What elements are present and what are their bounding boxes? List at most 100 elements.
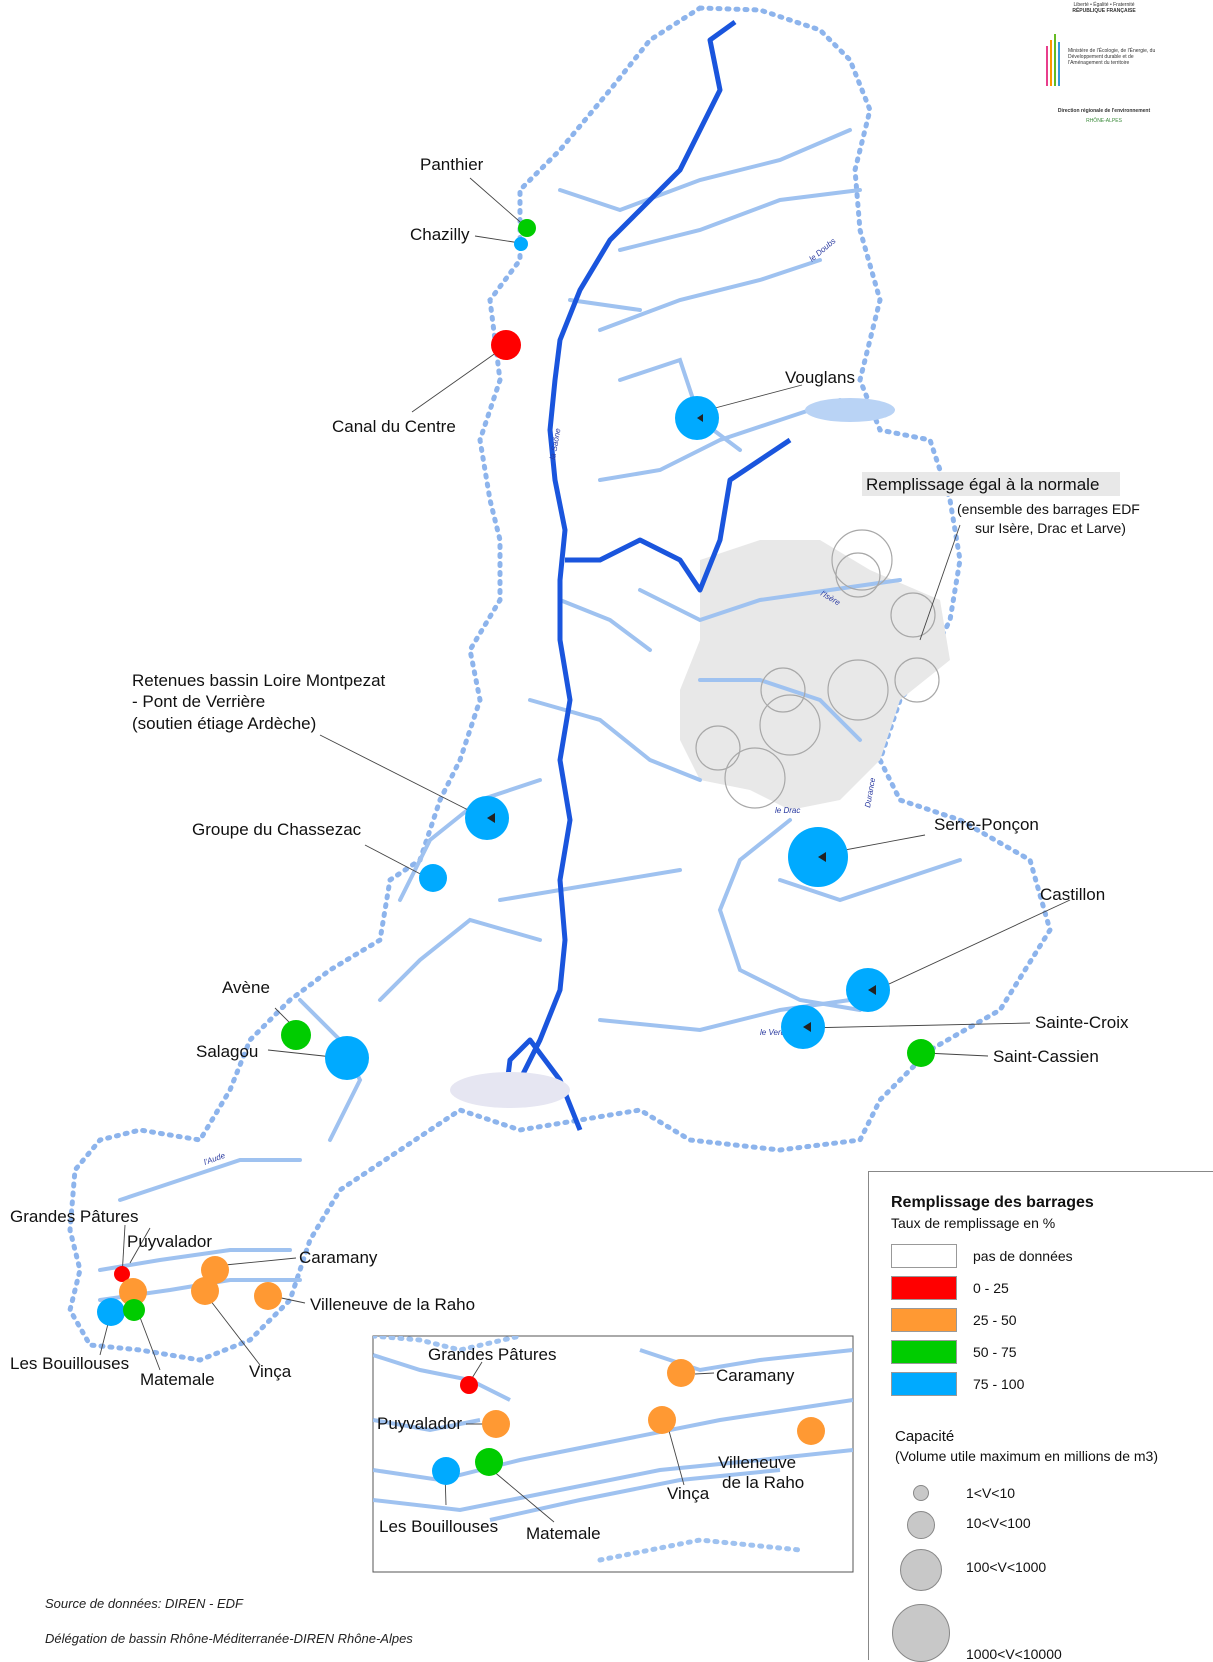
edf-circle xyxy=(890,592,936,638)
dam-les-bouillouses[interactable] xyxy=(97,1298,125,1326)
capacity-label: 100<V<1000 xyxy=(966,1559,1047,1575)
label-puyvalador: Puyvalador xyxy=(127,1232,212,1251)
inset-dam-villeneuve[interactable] xyxy=(797,1417,825,1445)
capacity-circle-medium xyxy=(907,1511,935,1539)
label-retenues-2: - Pont de Verrière xyxy=(132,692,265,711)
dam-canal-du-centre[interactable] xyxy=(491,330,521,360)
legend-class-label: 0 - 25 xyxy=(973,1280,1009,1296)
inset-dam-caramany[interactable] xyxy=(667,1359,695,1387)
legend-swatch xyxy=(891,1244,957,1268)
logo-republique: RÉPUBLIQUE FRANÇAISE xyxy=(1072,8,1136,14)
legend-title: Remplissage des barrages xyxy=(891,1194,1094,1211)
secondary-rivers xyxy=(98,128,962,1302)
inset-label-villeneuve-1: Villeneuve xyxy=(718,1453,796,1472)
inset-label-grandes-patures: Grandes Pâtures xyxy=(428,1345,557,1364)
dam-puyvalador[interactable] xyxy=(119,1278,147,1306)
capacity-circle-large xyxy=(900,1549,942,1591)
river-label-durance: Durance xyxy=(863,776,877,808)
capacity-label: 10<V<100 xyxy=(966,1515,1031,1531)
label-avene: Avène xyxy=(222,978,270,997)
inset-dam-grandes-patures[interactable] xyxy=(460,1376,478,1394)
edf-circle xyxy=(827,659,889,721)
inset-dam-matemale[interactable] xyxy=(475,1448,503,1476)
label-chassezac: Groupe du Chassezac xyxy=(192,820,362,839)
legend: Remplissage des barrages Taux de remplis… xyxy=(868,1171,1213,1662)
dam-caramany[interactable] xyxy=(201,1256,229,1284)
edf-dams-no-data xyxy=(695,529,940,809)
legend-swatch xyxy=(891,1308,957,1332)
legend-class-75-100: 75 - 100 xyxy=(891,1372,1191,1398)
legend-subtitle: Taux de remplissage en % xyxy=(891,1215,1056,1231)
dam-salagou[interactable] xyxy=(325,1036,369,1080)
label-serre-poncon: Serre-Ponçon xyxy=(934,815,1039,834)
label-saint-cassien: Saint-Cassien xyxy=(993,1047,1099,1066)
inset-map: Grandes Pâtures Puyvalador Caramany Vinç… xyxy=(372,1335,854,1573)
dam-panthier[interactable] xyxy=(518,219,536,237)
label-villeneuve: Villeneuve de la Raho xyxy=(310,1295,475,1314)
dam-matemale[interactable] xyxy=(123,1299,145,1321)
etang xyxy=(450,1072,570,1108)
label-vinca: Vinça xyxy=(249,1362,292,1381)
label-salagou: Salagou xyxy=(196,1042,258,1061)
logo-direction: Direction régionale de l'environnement xyxy=(1057,108,1151,114)
capacity-label: 1000<V<10000 xyxy=(966,1646,1062,1662)
edf-note-title: Remplissage égal à la normale xyxy=(866,475,1099,494)
legend-class-label: pas de données xyxy=(973,1248,1073,1264)
legend-class-50-75: 50 - 75 xyxy=(891,1340,1191,1366)
ministry-stripes-icon xyxy=(1046,30,1066,90)
lake-leman xyxy=(805,398,895,422)
inset-label-matemale: Matemale xyxy=(526,1524,601,1543)
label-retenues-1: Retenues bassin Loire Montpezat xyxy=(132,671,386,690)
edf-circle xyxy=(835,552,881,598)
label-matemale: Matemale xyxy=(140,1370,215,1389)
logo-ministry: Ministère de l'Écologie, de l'Énergie, d… xyxy=(1068,48,1156,66)
dam-grandes-patures[interactable] xyxy=(114,1266,130,1282)
edf-note-line1: (ensemble des barrages EDF xyxy=(957,501,1140,517)
inset-dam-les-bouillouses[interactable] xyxy=(432,1457,460,1485)
capacity-label: 1<V<10 xyxy=(966,1485,1016,1501)
legend-class-25-50: 25 - 50 xyxy=(891,1308,1191,1334)
dam-saint-cassien[interactable] xyxy=(907,1039,935,1067)
dam-avene[interactable] xyxy=(281,1020,311,1050)
delegation-note: Délégation de bassin Rhône-Méditerranée-… xyxy=(45,1631,413,1646)
dam-arrows xyxy=(487,414,876,1032)
dam-chazilly[interactable] xyxy=(514,237,528,251)
edf-note-bg xyxy=(862,472,1120,496)
river-label-doubs: le Doubs xyxy=(808,236,838,263)
legend-class-label: 25 - 50 xyxy=(973,1312,1017,1328)
legend-class-label: 75 - 100 xyxy=(973,1376,1025,1392)
inset-label-caramany: Caramany xyxy=(716,1366,795,1385)
edf-area xyxy=(680,540,950,810)
legend-capacity-subtitle: (Volume utile maximum en millions de m3) xyxy=(895,1448,1158,1464)
inset-label-puyvalador: Puyvalador xyxy=(377,1414,462,1433)
legend-capacity-title: Capacité xyxy=(895,1428,955,1445)
dam-vinca[interactable] xyxy=(191,1277,219,1305)
legend-class-label: 50 - 75 xyxy=(973,1344,1017,1360)
inset-label-villeneuve-2: de la Raho xyxy=(722,1473,804,1492)
inset-dam-puyvalador[interactable] xyxy=(482,1410,510,1438)
legend-swatch xyxy=(891,1372,957,1396)
edf-circle xyxy=(760,667,806,713)
legend-class-0-25: 0 - 25 xyxy=(891,1276,1191,1302)
legend-swatch xyxy=(891,1340,957,1364)
inset-label-les-bouillouses: Les Bouillouses xyxy=(379,1517,498,1536)
label-castillon: Castillon xyxy=(1040,885,1105,904)
dam-chassezac[interactable] xyxy=(419,864,447,892)
inset-dam-vinca[interactable] xyxy=(648,1406,676,1434)
prefecture-logo: Liberté • Égalité • Fraternité RÉPUBLIQU… xyxy=(1044,0,1164,132)
river-label-verdon: le Verdon xyxy=(760,1028,795,1037)
edf-circle xyxy=(695,725,741,771)
dam-villeneuve[interactable] xyxy=(254,1282,282,1310)
label-chazilly: Chazilly xyxy=(410,225,470,244)
edf-circle xyxy=(894,657,940,703)
logo-motto: Liberté • Égalité • Fraternité xyxy=(1073,2,1135,8)
label-caramany: Caramany xyxy=(299,1248,378,1267)
rhone-upper xyxy=(565,437,792,593)
source-note: Source de données: DIREN - EDF xyxy=(45,1596,243,1611)
legend-swatch xyxy=(891,1276,957,1300)
river-label-drac: le Drac xyxy=(775,806,800,815)
capacity-circle-xlarge xyxy=(892,1604,950,1662)
edf-circle xyxy=(759,694,821,756)
label-sainte-croix: Sainte-Croix xyxy=(1035,1013,1129,1032)
